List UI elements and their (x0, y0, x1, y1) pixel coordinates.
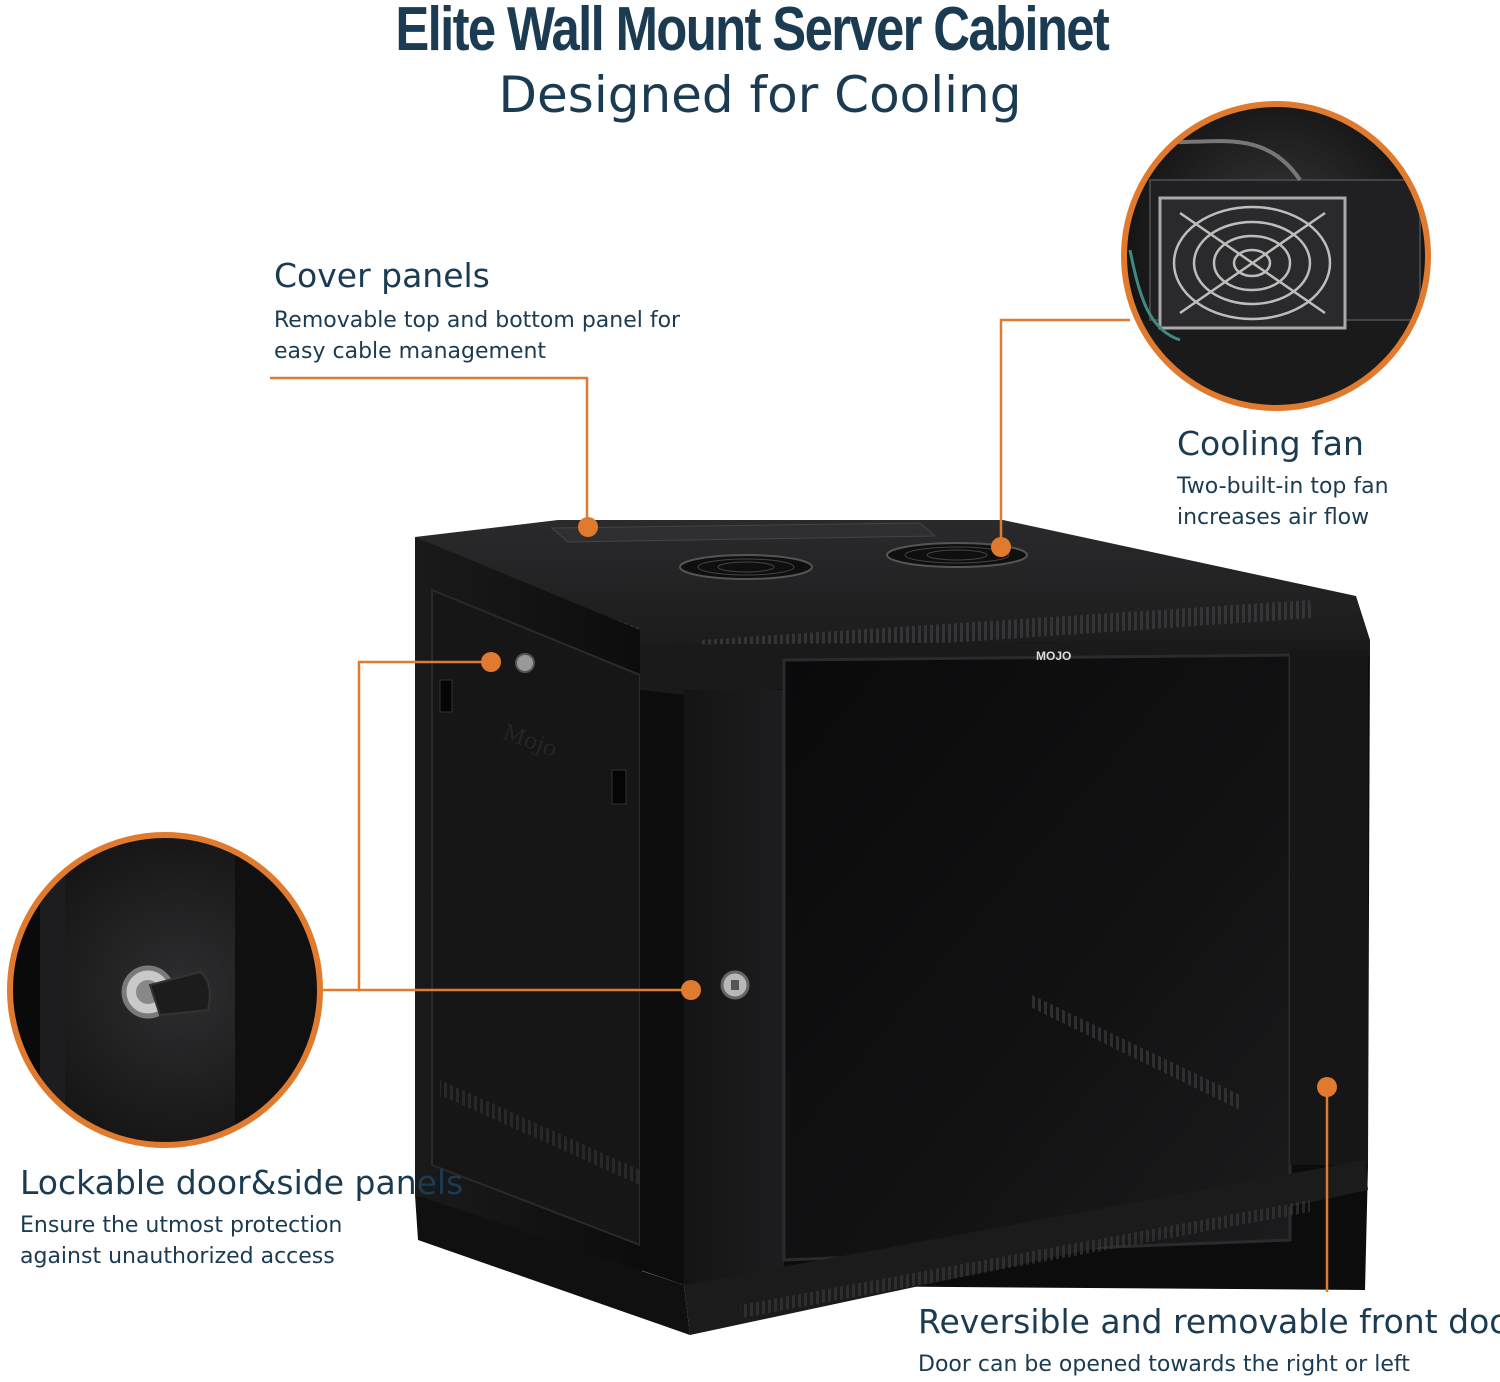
cooling-fan-desc-line1: Two-built-in top fan (1177, 474, 1389, 499)
cooling-fan-desc-line2: increases air flow (1177, 505, 1370, 530)
cooling-fan-title: Cooling fan (1177, 424, 1364, 463)
lockable-desc-line1: Ensure the utmost protection (20, 1213, 343, 1238)
callout-dots (481, 517, 1337, 1097)
lock-zoom (7, 832, 323, 1148)
brand-logo: MOJO (1036, 649, 1071, 663)
product-subtitle: Designed for Cooling (498, 66, 1022, 124)
cover-panels-desc-line2: easy cable management (274, 339, 547, 364)
front-door-title: Reversible and removable front door (918, 1302, 1500, 1341)
lockable-desc-line2: against unauthorized access (20, 1244, 335, 1269)
cover-panel-plate (550, 522, 937, 543)
front-door-desc-line1: Door can be opened towards the right or … (918, 1352, 1410, 1377)
side-lock-icon (515, 653, 535, 673)
leader-lines (270, 318, 1329, 1292)
glass-door (782, 653, 1292, 1262)
product-title: Elite Wall Mount Server Cabinet (395, 0, 1109, 64)
cover-panels-desc-line1: Removable top and bottom panel for (274, 308, 681, 333)
lockable-title: Lockable door&side panels (20, 1163, 464, 1202)
cover-panels-title: Cover panels (274, 256, 490, 295)
cooling-fan-zoom (1121, 101, 1431, 411)
